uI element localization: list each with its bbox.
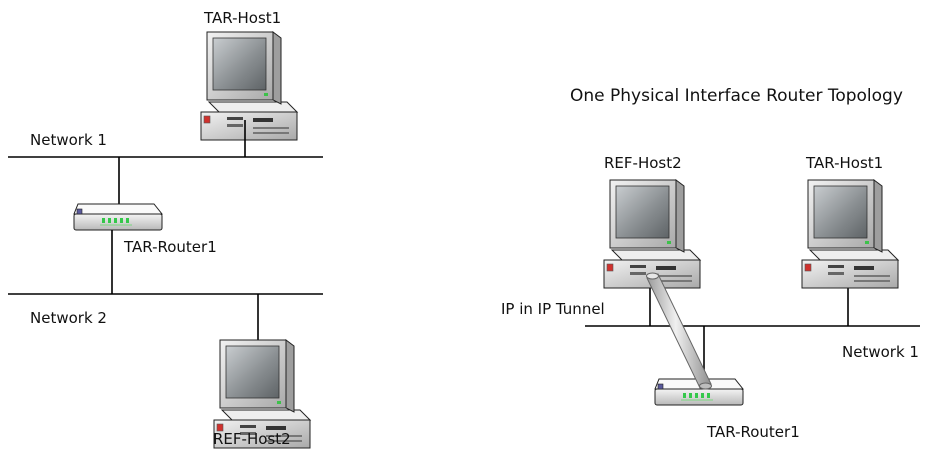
right-host-left-label: REF-Host2 bbox=[604, 154, 682, 172]
left-network-2-label: Network 2 bbox=[30, 309, 107, 327]
left-topology: TAR-Host1 Network 1 TAR-Router1 Network … bbox=[8, 9, 323, 449]
right-network-1-label: Network 1 bbox=[842, 343, 919, 361]
tunnel-label: IP in IP Tunnel bbox=[501, 300, 605, 318]
right-host-left-computer-icon bbox=[603, 179, 701, 289]
left-router-label: TAR-Router1 bbox=[123, 238, 217, 256]
left-network-1-label: Network 1 bbox=[30, 131, 107, 149]
right-topology-title: One Physical Interface Router Topology bbox=[570, 86, 903, 106]
right-topology: One Physical Interface Router Topology R… bbox=[501, 86, 920, 441]
right-router-label: TAR-Router1 bbox=[706, 423, 800, 441]
ip-in-ip-tunnel-tube bbox=[646, 272, 712, 390]
left-router-icon bbox=[73, 203, 163, 231]
right-host-right-label: TAR-Host1 bbox=[805, 154, 883, 172]
right-host-right-computer-icon bbox=[801, 179, 899, 289]
left-host-bottom-label: REF-Host2 bbox=[213, 430, 291, 448]
left-host-top-label: TAR-Host1 bbox=[203, 9, 281, 27]
left-host-top-computer-icon bbox=[200, 31, 298, 141]
